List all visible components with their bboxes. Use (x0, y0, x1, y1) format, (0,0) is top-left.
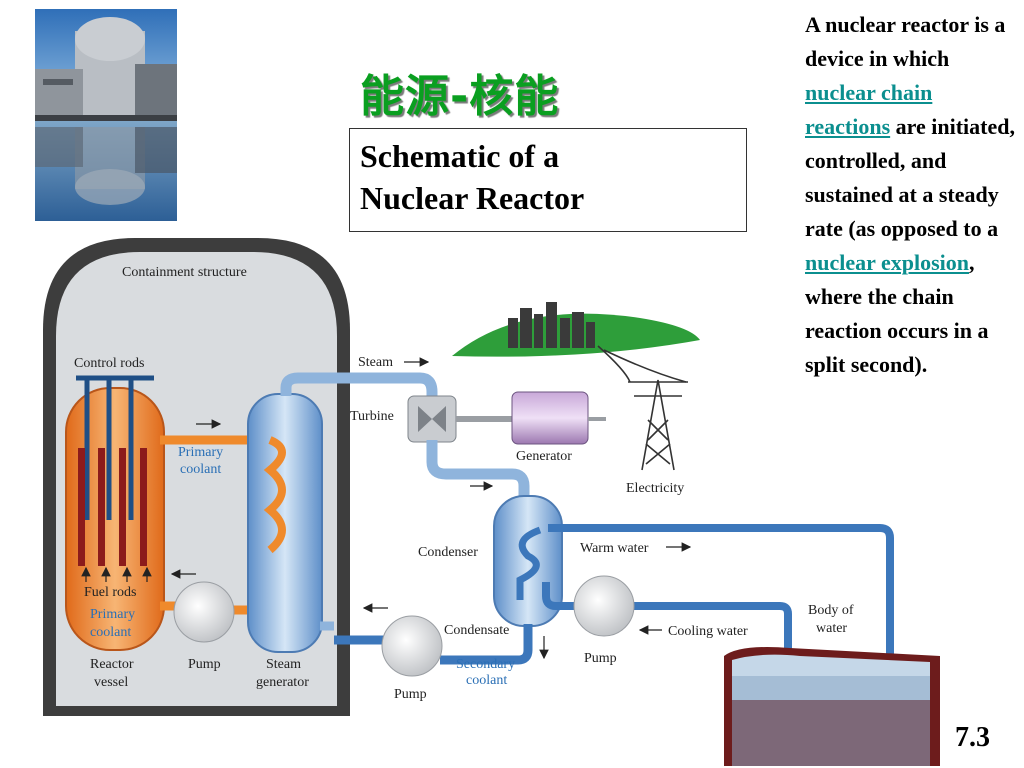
slide-title: 能源-核能 (360, 71, 560, 122)
control-rods (84, 378, 134, 520)
city-skyline (508, 302, 595, 348)
power-plant-photo (35, 9, 177, 221)
control-rods-label: Control rods (74, 356, 144, 371)
condensate-label: Condensate (444, 623, 509, 638)
reactor-vessel (65, 387, 165, 651)
secondary-coolant-label-1: Secondary (456, 657, 515, 672)
cooling-pump-label: Pump (584, 651, 617, 666)
steam-generator-label-2: generator (256, 675, 309, 690)
cooling-water-label: Cooling water (668, 624, 748, 639)
primary-pump-label: Pump (188, 657, 221, 672)
body-of-water-label-1: Body of (808, 603, 854, 618)
generator (511, 391, 589, 445)
secondary-coolant-label-2: coolant (466, 673, 507, 688)
description-text-3: , where the chain reaction occurs in a s… (805, 250, 989, 377)
primary-coolant-top-label-1: Primary (178, 445, 223, 460)
electricity-label: Electricity (626, 481, 684, 496)
fuel-rods (78, 448, 147, 566)
nuclear-explosion-link[interactable]: nuclear explosion (805, 250, 970, 275)
steam-generator-label-1: Steam (266, 657, 301, 672)
reactor-schematic-diagram: Containment structure Control rods Fuel … (43, 238, 940, 766)
warm-water-pipe (548, 524, 894, 670)
subtitle-line-2: Nuclear Reactor (360, 180, 585, 216)
subtitle-line-1: Schematic of a (360, 138, 560, 174)
exhaust-pipe (426, 440, 530, 500)
body-of-water-label-2: water (816, 621, 847, 636)
fuel-rods-label: Fuel rods (84, 585, 137, 600)
generator-label: Generator (516, 449, 572, 464)
reactor-vessel-label-1: Reactor (90, 657, 134, 672)
condenser-label: Condenser (418, 545, 478, 560)
description-text-2: are initiated, controlled, and sustained… (805, 114, 1015, 241)
warm-water-label: Warm water (580, 541, 649, 556)
cooling-pump (573, 575, 635, 637)
steam-label: Steam (358, 355, 393, 370)
primary-coolant-top-label-2: coolant (180, 462, 221, 477)
description-paragraph: A nuclear reactor is a device in which n… (805, 8, 1017, 382)
primary-coolant-vessel-label-1: Primary (90, 607, 135, 622)
containment-label: Containment structure (122, 265, 247, 280)
steam-pipe (280, 372, 438, 404)
nuclear-chain-reactions-link[interactable]: nuclear chain reactions (805, 80, 933, 139)
turbine-label: Turbine (350, 409, 394, 424)
slide-number: 7.3 (955, 722, 990, 753)
cooling-water-pipe (606, 602, 792, 690)
steam-generator (247, 393, 323, 653)
primary-pump (173, 581, 235, 643)
primary-coolant-vessel-label-2: coolant (90, 625, 131, 640)
reactor-vessel-label-2: vessel (94, 675, 128, 690)
subtitle-box: Schematic of a Nuclear Reactor (349, 128, 747, 232)
transmission-tower (597, 345, 688, 471)
secondary-pump (381, 615, 443, 677)
secondary-pump-label: Pump (394, 687, 427, 702)
condensate-pipe (440, 624, 533, 665)
description-text-1: A nuclear reactor is a device in which (805, 12, 1006, 71)
